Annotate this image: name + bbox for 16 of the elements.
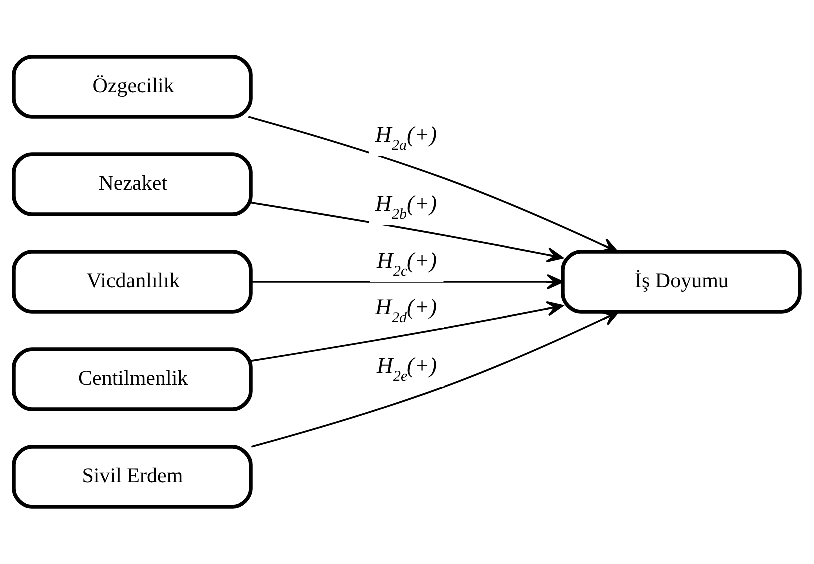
- arrow: [251, 301, 564, 362]
- arrow: [251, 274, 564, 290]
- node-box: İş Doyumu: [561, 250, 802, 314]
- node-box: Özgecilik: [12, 55, 253, 119]
- arrow: [248, 116, 618, 253]
- node-box: Nezaket: [12, 152, 253, 216]
- node-box: Centilmenlik: [12, 348, 253, 412]
- edge-label: H$_{2a}$(+): [376, 122, 438, 154]
- edge-label: H$_{2d}$(+): [376, 294, 438, 326]
- edge-label: H$_{2c}$(+): [377, 248, 438, 280]
- edge-label: H$_{2b}$(+): [376, 190, 438, 223]
- node-box: Sivil Erdem: [12, 445, 253, 509]
- arrow: [251, 202, 564, 263]
- node-box: Vicdanlılık: [12, 250, 253, 314]
- edge-label: H$_{2e}$(+): [377, 352, 438, 385]
- arrow: [251, 311, 620, 448]
